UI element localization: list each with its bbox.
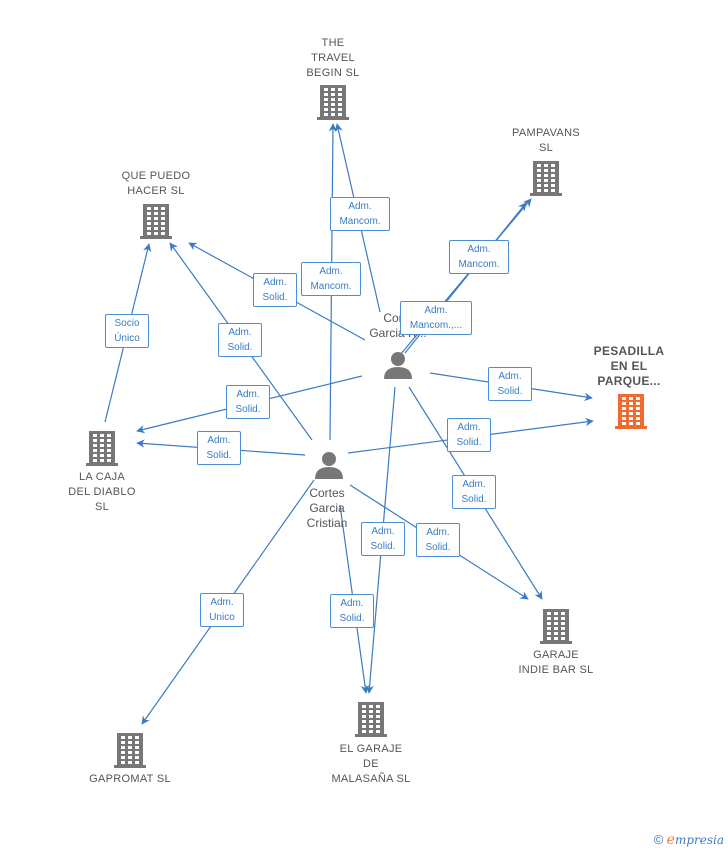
relation-badge[interactable]: Adm. Mancom.,... — [400, 301, 472, 335]
relation-badge[interactable]: Adm. Solid. — [253, 273, 297, 307]
relation-badge[interactable]: Adm. Unico — [200, 593, 244, 627]
relation-badge[interactable]: Adm. Solid. — [447, 418, 491, 452]
person-icon[interactable] — [315, 452, 343, 479]
copyright-symbol: © — [653, 832, 664, 847]
building-icon[interactable] — [530, 161, 562, 196]
brand-watermark: © empresia — [654, 832, 724, 848]
building-icon[interactable] — [114, 733, 146, 768]
relation-badge[interactable]: Adm. Mancom. — [330, 197, 390, 231]
building-icon[interactable] — [355, 702, 387, 737]
company-label-c2[interactable]: PAMPAVANS SL — [512, 127, 580, 154]
relation-badge[interactable]: Adm. Solid. — [452, 475, 496, 509]
relation-badge[interactable]: Adm. Solid. — [226, 385, 270, 419]
relation-badge[interactable]: Adm. Solid. — [416, 523, 460, 557]
relation-badge[interactable]: Socio Único — [105, 314, 149, 348]
building-icon[interactable] — [540, 609, 572, 644]
brand-first-letter: e — [666, 832, 675, 848]
company-label-c3[interactable]: QUE PUEDO HACER SL — [121, 170, 191, 197]
relation-badge[interactable]: Adm. Solid. — [488, 367, 532, 401]
relation-badge[interactable]: Adm. Solid. — [361, 522, 405, 556]
relation-badge[interactable]: Adm. Mancom. — [301, 262, 361, 296]
relation-badge[interactable]: Adm. Mancom. — [449, 240, 509, 274]
relation-badge[interactable]: Adm. Solid. — [218, 323, 262, 357]
company-label-c6[interactable]: GARAJE INDIE BAR SL — [518, 649, 594, 676]
person-icon[interactable] — [384, 352, 412, 379]
relation-badge[interactable]: Adm. Solid. — [330, 594, 374, 628]
building-icon[interactable] — [317, 85, 349, 120]
building-icon[interactable] — [86, 431, 118, 466]
company-label-c4[interactable]: PESADILLA EN EL PARQUE... — [593, 344, 665, 388]
company-label-c1[interactable]: THE TRAVEL BEGIN SL — [306, 37, 360, 79]
company-label-c8[interactable]: GAPROMAT SL — [89, 773, 171, 785]
company-label-c5[interactable]: LA CAJA DEL DIABLO SL — [68, 471, 136, 513]
relation-badge[interactable]: Adm. Solid. — [197, 431, 241, 465]
brand-name: mpresia — [674, 833, 724, 847]
company-label-c7[interactable]: EL GARAJE DE MALASAÑA SL — [331, 743, 411, 785]
person-label-p2[interactable]: Cortes Garcia Cristian — [306, 486, 348, 530]
building-icon[interactable] — [140, 204, 172, 239]
building-icon[interactable] — [615, 394, 647, 429]
